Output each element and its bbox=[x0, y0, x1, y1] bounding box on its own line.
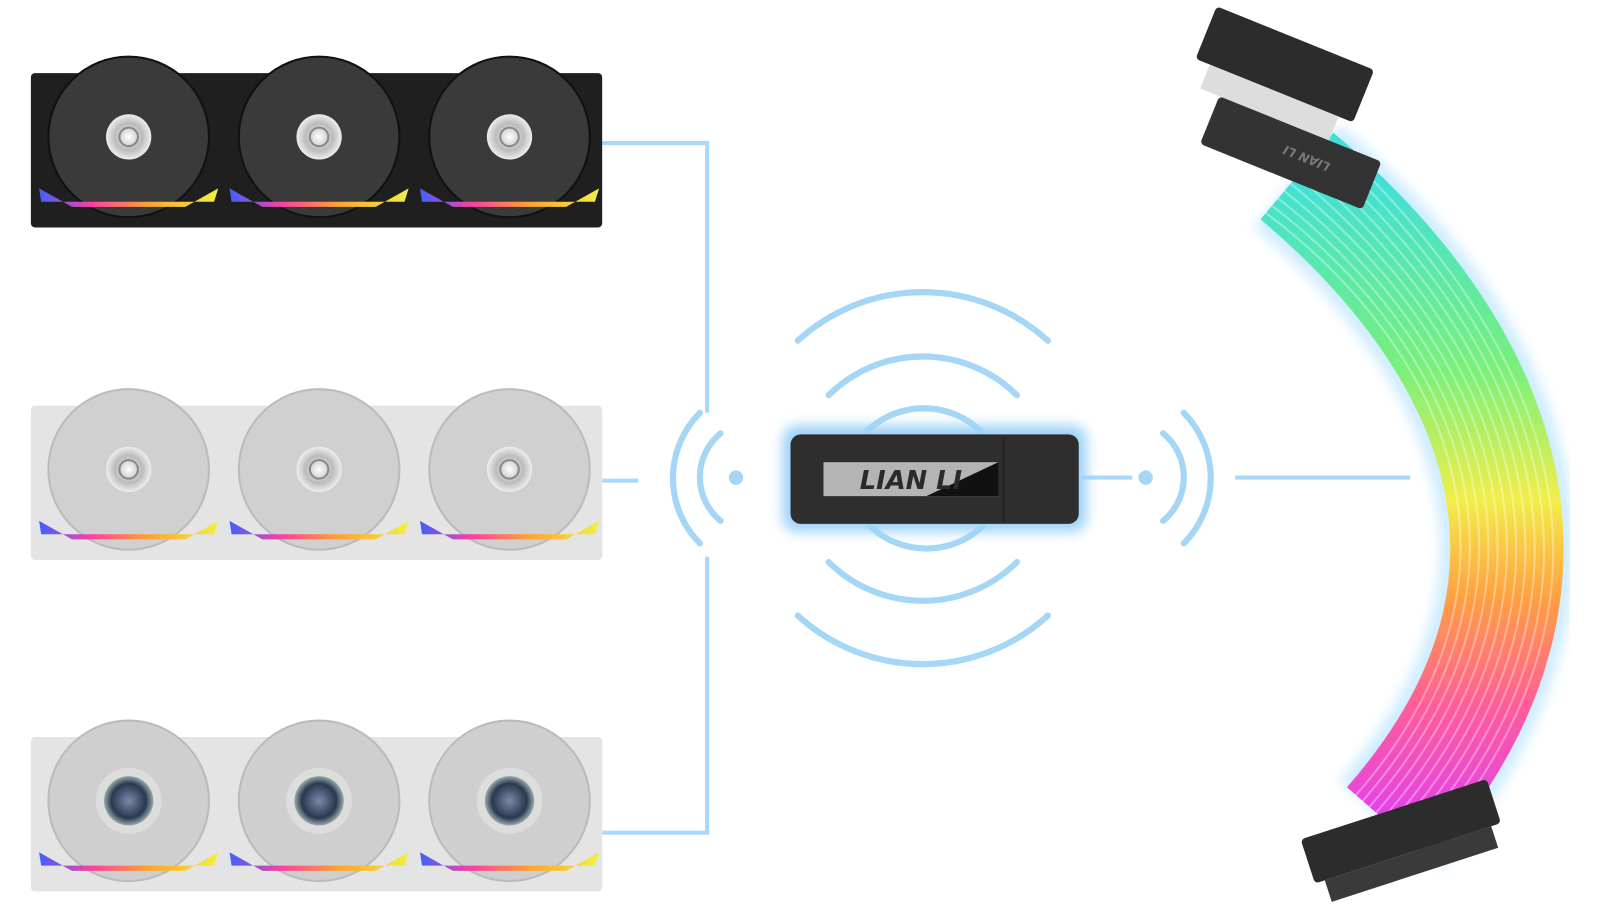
wireless-dongle: LIAN LI bbox=[782, 425, 1087, 533]
line-to-black-fans bbox=[597, 141, 710, 413]
fan bbox=[39, 388, 219, 551]
line-to-mirror-fans bbox=[602, 556, 710, 835]
bottom-connector bbox=[1301, 780, 1500, 902]
fan bbox=[419, 55, 600, 219]
fan bbox=[39, 719, 219, 883]
fan-row-white bbox=[30, 388, 603, 560]
rgb-extension-cable: LIAN LI bbox=[1196, 7, 1574, 902]
fan-row-white-mirror-hub bbox=[30, 719, 603, 892]
cable-strand bbox=[1314, 164, 1527, 832]
top-connector: LIAN LI bbox=[1196, 7, 1381, 209]
cable-strand bbox=[1277, 185, 1490, 820]
cable-strand bbox=[1250, 200, 1462, 810]
connection-lines bbox=[597, 141, 1411, 835]
cable-strand bbox=[1324, 159, 1536, 835]
fan-row-black bbox=[30, 55, 603, 228]
fan bbox=[39, 55, 219, 219]
fan bbox=[419, 719, 600, 883]
fan bbox=[419, 388, 600, 551]
fan-rows bbox=[30, 55, 603, 892]
cable-strand bbox=[1268, 190, 1481, 816]
cable-strand bbox=[1305, 170, 1517, 829]
cable-strand bbox=[1333, 154, 1545, 838]
fan bbox=[229, 55, 409, 219]
fan bbox=[229, 388, 409, 551]
signal-waves-icon bbox=[669, 289, 1214, 668]
cable-strand bbox=[1287, 180, 1499, 823]
dongle-logo: LIAN LI bbox=[860, 466, 963, 496]
cable-strand bbox=[1296, 175, 1508, 826]
cable-strand bbox=[1342, 149, 1555, 841]
fan bbox=[229, 719, 409, 883]
cable-strand bbox=[1259, 195, 1471, 813]
